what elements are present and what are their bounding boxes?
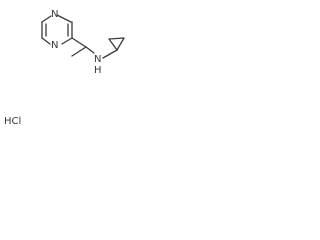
bond-methine-amine	[85, 46, 95, 54]
bond-cyclopropyl-2	[108, 37, 125, 40]
cyclopropyl-ring	[108, 37, 125, 51]
amine-nitrogen-label: N	[94, 54, 101, 65]
amine-hydrogen-label: H	[94, 65, 102, 76]
bond-ring-n4-c5	[41, 37, 51, 45]
ring-nitrogen-top-label: N	[51, 9, 58, 20]
bond-ring-to-methine	[71, 37, 87, 48]
bond-cyclopropyl-3	[116, 37, 125, 51]
bond-amine-cyclopropyl	[102, 49, 118, 59]
bond-ring-n1-c2	[56, 14, 72, 23]
pyrazine-ring	[41, 14, 73, 45]
bond-ring-c6-n1	[41, 15, 52, 23]
bond-cyclopropyl-1	[108, 38, 118, 51]
ring-nitrogen-bottom-label: N	[51, 40, 58, 51]
hydrochloride-salt-label: HCl	[4, 116, 21, 127]
bond-ring-c3-n4	[61, 37, 73, 45]
bond-methine-methyl	[71, 46, 87, 57]
chemical-structure: N N N H HCl	[4, 9, 125, 127]
